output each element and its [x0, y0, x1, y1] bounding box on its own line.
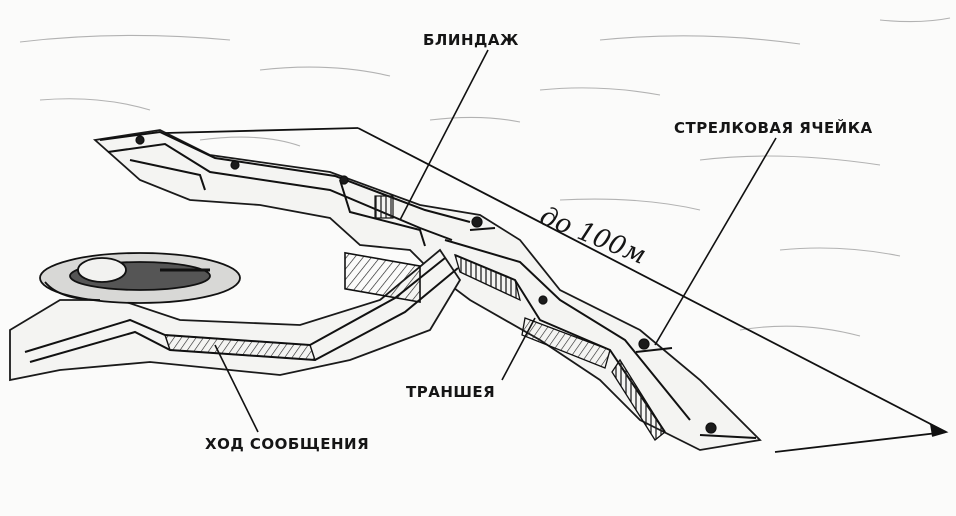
trench-wall-3 — [611, 358, 666, 441]
dugout-structure — [344, 251, 421, 303]
distance-arrow — [164, 127, 949, 453]
passage-wall — [164, 334, 316, 361]
trench-wall-1 — [453, 253, 521, 302]
soldier-figures — [135, 135, 757, 439]
background-strokes — [19, 17, 951, 337]
upper-trench — [99, 130, 471, 247]
trench-wall-2 — [521, 317, 611, 369]
label-dugout: БЛИНДАЖ — [423, 31, 519, 49]
ground-mass — [9, 129, 762, 451]
label-communication-passage: ХОД СООБЩЕНИЯ — [205, 435, 370, 453]
dugout-entrance — [374, 195, 394, 219]
label-trench: ТРАНШЕЯ — [406, 383, 496, 401]
tank-emplacement — [39, 252, 241, 304]
label-rifle-cell: СТРЕЛКОВАЯ ЯЧЕЙКА — [674, 119, 873, 137]
leader-lines — [214, 49, 777, 433]
